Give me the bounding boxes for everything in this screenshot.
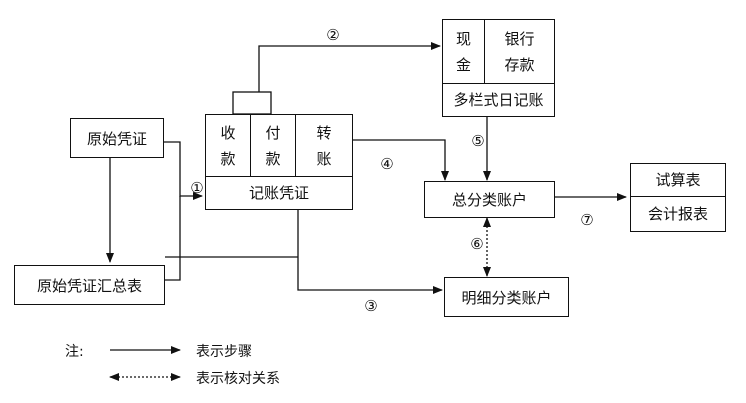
- step-6: ⑥: [470, 235, 484, 253]
- step-2: ②: [326, 26, 340, 44]
- reports-trial-balance: 试算表: [631, 164, 725, 197]
- step-7: ⑦: [580, 211, 594, 229]
- node-accounting-voucher: 收 款 付 款 转 账 记账凭证: [205, 114, 353, 210]
- node-source-summary: 原始凭证汇总表: [14, 265, 165, 305]
- node-source-voucher-label: 原始凭证: [86, 129, 147, 148]
- node-detail-ledger-label: 明细分类账户: [461, 288, 552, 307]
- legend-dotted-label: 表示核对关系: [196, 371, 280, 387]
- node-source-summary-label: 原始凭证汇总表: [36, 276, 142, 295]
- journal-footer-label: 多栏式日记账: [453, 91, 544, 109]
- line-summary-to-voucher: [165, 196, 181, 281]
- step-3: ③: [364, 297, 378, 315]
- node-multi-column-journal: 现 金 银行 存款 多栏式日记账: [442, 19, 555, 117]
- voucher-tab: [232, 91, 272, 115]
- legend-solid-label: 表示步骤: [196, 344, 252, 360]
- legend-title: 注:: [65, 344, 84, 360]
- step-4: ④: [380, 155, 394, 173]
- journal-cell-bank: 银行 存款: [485, 20, 554, 84]
- journal-cell-cash: 现 金: [443, 20, 485, 84]
- step-5: ⑤: [471, 132, 485, 150]
- voucher-footer-label: 记账凭证: [248, 184, 309, 202]
- voucher-cell-receipt: 收 款: [206, 115, 251, 177]
- arrow-voucher-to-journal: [258, 42, 441, 92]
- arrow-voucher-to-detail: [297, 210, 443, 294]
- step-1: ①: [190, 179, 204, 197]
- node-source-voucher: 原始凭证: [70, 118, 164, 158]
- arrow-voucher-to-ledger: [353, 139, 449, 181]
- reports-financial-statements: 会计报表: [647, 205, 708, 223]
- node-detail-ledger: 明细分类账户: [444, 277, 569, 317]
- voucher-cell-transfer: 转 账: [296, 115, 352, 177]
- node-reports: 试算表 会计报表: [630, 163, 726, 232]
- node-general-ledger: 总分类账户: [424, 181, 555, 218]
- voucher-cell-payment: 付 款: [251, 115, 296, 177]
- node-general-ledger-label: 总分类账户: [451, 191, 527, 209]
- arrow-source-to-voucher: [164, 141, 203, 200]
